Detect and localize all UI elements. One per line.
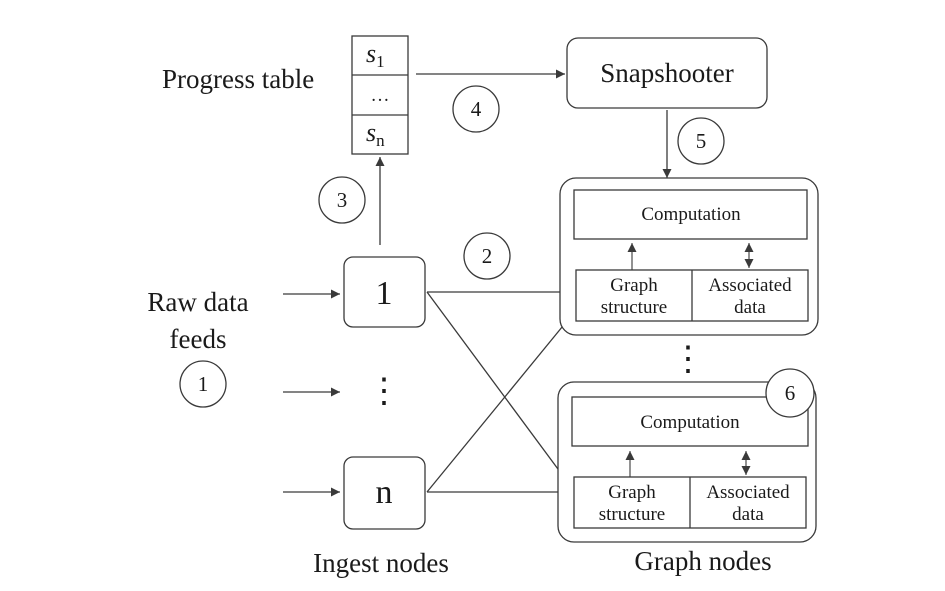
progress-cell-first: s1 — [366, 39, 385, 71]
computation-label: Computation — [640, 412, 740, 433]
step-circle-1: 1 — [179, 360, 227, 408]
progress-cell-middle: … — [371, 85, 390, 106]
snapshooter-box: Snapshooter — [566, 37, 768, 109]
svg-text:5: 5 — [696, 129, 707, 153]
associated-data-label-line1: Associated — [708, 275, 792, 296]
progress-table-label: Progress table — [162, 64, 314, 94]
step-circle-3: 3 — [318, 176, 366, 224]
graph-dots: ⋮ — [671, 341, 705, 378]
graph-structure-label-line1: Graph — [608, 482, 656, 503]
graph-structure-label-line2: structure — [601, 297, 667, 318]
graph-structure-label-line1: Graph — [610, 275, 658, 296]
progress-table: s1 … sn — [351, 35, 409, 155]
computation-label: Computation — [641, 204, 741, 225]
svg-text:4: 4 — [471, 97, 482, 121]
arrow-ingestn-to-graph1 — [426, 309, 577, 493]
ingest-node-1: 1 — [343, 256, 426, 328]
raw-data-label-line2: feeds — [170, 324, 227, 354]
step-circle-6: 6 — [765, 368, 815, 418]
graph-node-1: Computation Graph structure Associated d… — [559, 177, 819, 336]
arrow-ingest1-to-graph2 — [426, 291, 573, 489]
ingest-nodes-caption: Ingest nodes — [313, 548, 449, 578]
associated-data-label-line1: Associated — [706, 482, 790, 503]
graph-structure-label-line2: structure — [599, 504, 665, 525]
ingest-node-n: n — [343, 456, 426, 530]
step-circle-2: 2 — [463, 232, 511, 280]
svg-text:1: 1 — [376, 275, 393, 312]
snapshooter-label: Snapshooter — [600, 58, 733, 88]
step-circle-5: 5 — [677, 117, 725, 165]
ingest-dots: ⋮ — [367, 373, 401, 410]
svg-text:2: 2 — [482, 244, 493, 268]
svg-text:3: 3 — [337, 188, 348, 212]
raw-data-label-line1: Raw data — [147, 287, 248, 317]
svg-text:6: 6 — [785, 381, 796, 405]
graph-nodes-caption: Graph nodes — [634, 546, 771, 576]
associated-data-label-line2: data — [734, 297, 766, 318]
progress-cell-last: sn — [366, 118, 385, 150]
associated-data-label-line2: data — [732, 504, 764, 525]
svg-text:1: 1 — [198, 372, 209, 396]
svg-text:n: n — [376, 474, 393, 511]
step-circle-4: 4 — [452, 85, 500, 133]
